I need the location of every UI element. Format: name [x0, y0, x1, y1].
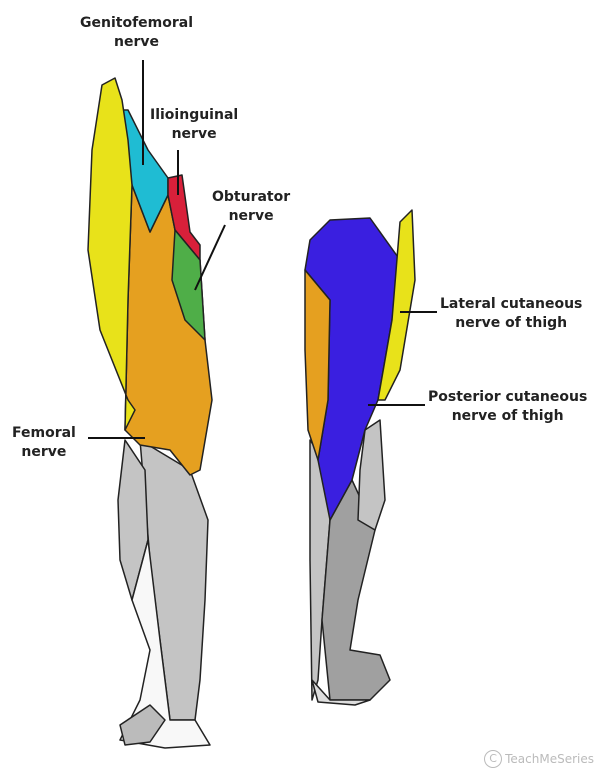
anterior-foot-toes [119, 704, 166, 746]
posterior-calf-medial [357, 419, 386, 531]
anterior-shin-white [119, 539, 211, 749]
watermark-text: TeachMeSeries [505, 752, 594, 766]
lateral-cutaneous-anterior [87, 77, 136, 431]
ilioinguinal-region [167, 174, 201, 261]
posterior-heel [311, 679, 371, 706]
pointer-obturator [194, 224, 226, 291]
obturator-region [171, 229, 206, 341]
posterior-orange-strip [304, 269, 331, 461]
copyright-icon: C [484, 750, 503, 768]
watermark-logo: C TeachMeSeries [484, 750, 594, 768]
lateral-cutaneous-posterior [377, 209, 416, 401]
